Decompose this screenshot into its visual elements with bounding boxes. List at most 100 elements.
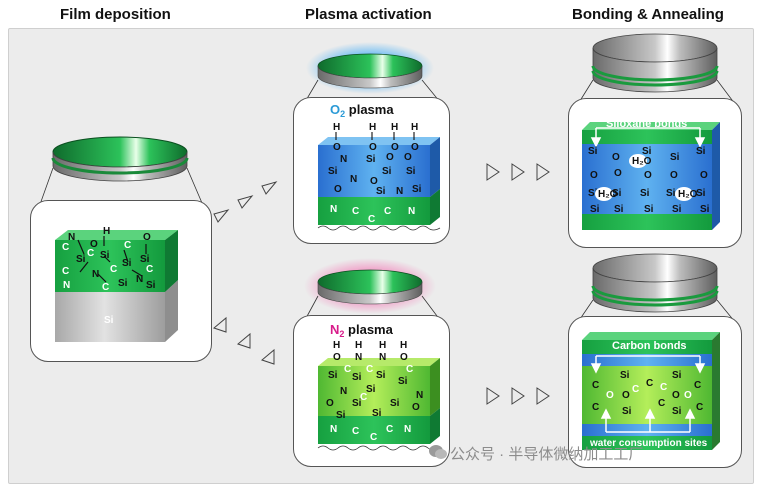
- svg-text:C: C: [646, 378, 653, 389]
- svg-text:C: C: [632, 384, 639, 395]
- svg-text:H: H: [400, 340, 407, 351]
- si-substrate-label: Si: [104, 315, 114, 326]
- svg-text:O: O: [590, 170, 598, 181]
- water-consumption-label: water consumption sites: [590, 438, 708, 449]
- svg-text:Si: Si: [366, 154, 376, 165]
- svg-text:O: O: [622, 390, 630, 401]
- svg-text:H: H: [103, 226, 110, 237]
- svg-text:O: O: [700, 170, 708, 181]
- svg-text:Si: Si: [336, 410, 346, 421]
- svg-text:Si: Si: [328, 370, 338, 381]
- svg-text:C: C: [696, 402, 703, 413]
- svg-text:O: O: [90, 239, 98, 250]
- stage-title-bonding-annealing: Bonding & Annealing: [572, 6, 724, 23]
- svg-text:N: N: [330, 204, 337, 215]
- svg-text:H: H: [355, 340, 362, 351]
- svg-text:C: C: [658, 398, 665, 409]
- svg-text:C: C: [344, 364, 351, 375]
- carbon-bonds-label: Carbon bonds: [612, 340, 687, 352]
- svg-text:O: O: [404, 152, 412, 163]
- stage-title-plasma-activation: Plasma activation: [305, 6, 432, 23]
- svg-text:N: N: [330, 424, 337, 435]
- svg-text:Si: Si: [696, 146, 706, 157]
- watermark: 公众号 · 半导体微纳加工工厂: [450, 446, 644, 463]
- wechat-icon: [429, 445, 447, 459]
- svg-text:Si: Si: [412, 184, 422, 195]
- svg-text:Si: Si: [118, 278, 128, 289]
- svg-text:Si: Si: [612, 188, 622, 199]
- svg-text:Si: Si: [672, 370, 682, 381]
- svg-text:Si: Si: [76, 254, 86, 265]
- svg-text:Si: Si: [140, 254, 150, 265]
- svg-text:O: O: [614, 168, 622, 179]
- svg-text:H: H: [333, 122, 340, 133]
- svg-text:O: O: [606, 390, 614, 401]
- svg-text:N: N: [340, 154, 347, 165]
- svg-text:Si: Si: [672, 406, 682, 417]
- svg-text:Si: Si: [590, 204, 600, 215]
- svg-text:Si: Si: [642, 146, 652, 157]
- svg-text:C: C: [110, 264, 117, 275]
- svg-text:Si: Si: [352, 372, 362, 383]
- svg-text:O: O: [412, 402, 420, 413]
- svg-text:Si: Si: [122, 258, 132, 269]
- svg-text:Si: Si: [100, 250, 110, 261]
- svg-text:O: O: [370, 176, 378, 187]
- svg-text:N: N: [355, 352, 362, 363]
- svg-text:Si: Si: [146, 280, 156, 291]
- svg-text:O: O: [391, 142, 399, 153]
- svg-text:Si: Si: [372, 408, 382, 419]
- svg-text:N: N: [396, 186, 403, 197]
- svg-text:O: O: [684, 390, 692, 401]
- svg-text:Si: Si: [640, 188, 650, 199]
- svg-text:Si: Si: [666, 188, 676, 199]
- svg-text:O: O: [334, 184, 342, 195]
- svg-text:C: C: [62, 242, 69, 253]
- svg-text:O: O: [369, 142, 377, 153]
- svg-text:H: H: [411, 122, 418, 133]
- svg-text:Si: Si: [670, 152, 680, 163]
- svg-text:Si: Si: [390, 398, 400, 409]
- stage-title-film-deposition: Film deposition: [60, 6, 171, 23]
- svg-text:Si: Si: [700, 204, 710, 215]
- svg-text:Si: Si: [696, 188, 706, 199]
- svg-text:Si: Si: [622, 406, 632, 417]
- svg-text:O: O: [333, 142, 341, 153]
- svg-text:Si: Si: [644, 204, 654, 215]
- h2o-label: H₂O: [632, 156, 652, 167]
- svg-text:C: C: [102, 282, 109, 293]
- svg-text:C: C: [360, 392, 367, 403]
- svg-text:N: N: [350, 174, 357, 185]
- svg-text:H: H: [379, 340, 386, 351]
- svg-text:N: N: [68, 232, 75, 243]
- svg-text:O: O: [672, 390, 680, 401]
- svg-text:O: O: [333, 352, 341, 363]
- svg-text:Si: Si: [672, 204, 682, 215]
- svg-text:Si: Si: [406, 166, 416, 177]
- svg-text:N: N: [340, 386, 347, 397]
- h2o-label: H₂O: [598, 189, 618, 200]
- svg-text:C: C: [124, 240, 131, 251]
- svg-text:O: O: [644, 170, 652, 181]
- svg-text:Si: Si: [366, 384, 376, 395]
- svg-text:C: C: [366, 364, 373, 375]
- svg-text:N: N: [92, 269, 99, 280]
- svg-text:O: O: [326, 398, 334, 409]
- svg-text:C: C: [694, 380, 701, 391]
- svg-text:C: C: [146, 264, 153, 275]
- svg-text:N: N: [379, 352, 386, 363]
- svg-text:Si: Si: [588, 146, 598, 157]
- svg-text:C: C: [87, 248, 94, 259]
- svg-text:Si: Si: [588, 188, 598, 199]
- svg-text:Si: Si: [352, 398, 362, 409]
- svg-text:N: N: [136, 274, 143, 285]
